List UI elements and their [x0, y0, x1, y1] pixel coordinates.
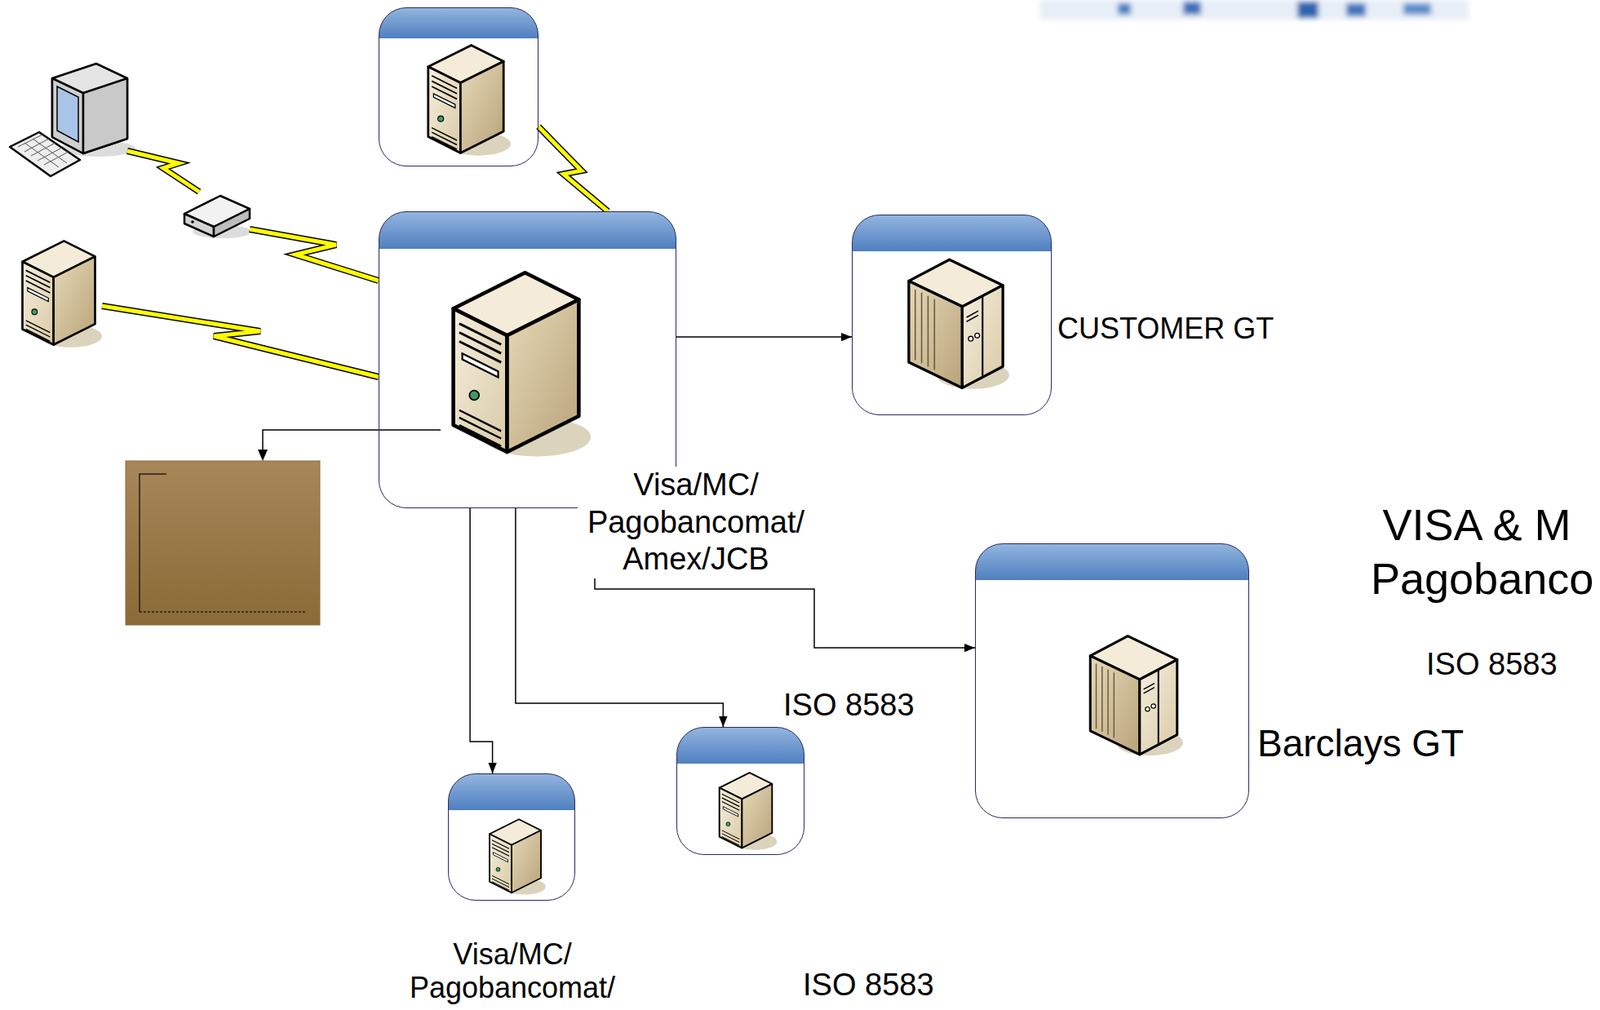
modem-icon — [184, 195, 252, 239]
edge-label: Visa/MC/ Pagobancomat/ Amex/JCB — [577, 466, 815, 579]
logo-fragment — [1040, 0, 1469, 20]
protocol-label: VISA & M Pagobanco — [1370, 497, 1583, 606]
protocol-label: ISO 8583 — [1426, 647, 1558, 683]
wireless-link — [101, 150, 379, 377]
server-box: Visa/MC/ Pagobancomat/ — [447, 773, 576, 901]
bolt-fill — [538, 126, 608, 212]
wireless-link — [538, 126, 608, 212]
connector-line — [469, 508, 493, 774]
server-box: CUSTOMER GT — [851, 214, 1052, 416]
server-icon — [22, 240, 102, 347]
bolt-outline — [538, 126, 608, 212]
brown-panel — [125, 460, 320, 625]
connector — [469, 508, 493, 774]
protocol-label: ISO 8583 — [802, 967, 935, 1004]
box-heading: Visa/MC/ Pagobancomat/ — [406, 937, 619, 1006]
box-heading: Barclays GT — [1257, 722, 1464, 766]
server-box: Barclays GT — [975, 543, 1250, 819]
box-heading: ISO 8583 — [783, 687, 915, 724]
box-heading: CUSTOMER GT — [1057, 311, 1274, 346]
workstation-icon — [9, 63, 136, 177]
server-box — [378, 7, 539, 167]
connector — [676, 336, 852, 338]
connector-line — [676, 336, 852, 338]
server-box — [378, 211, 677, 509]
server-box: ISO 8583 — [676, 726, 805, 856]
